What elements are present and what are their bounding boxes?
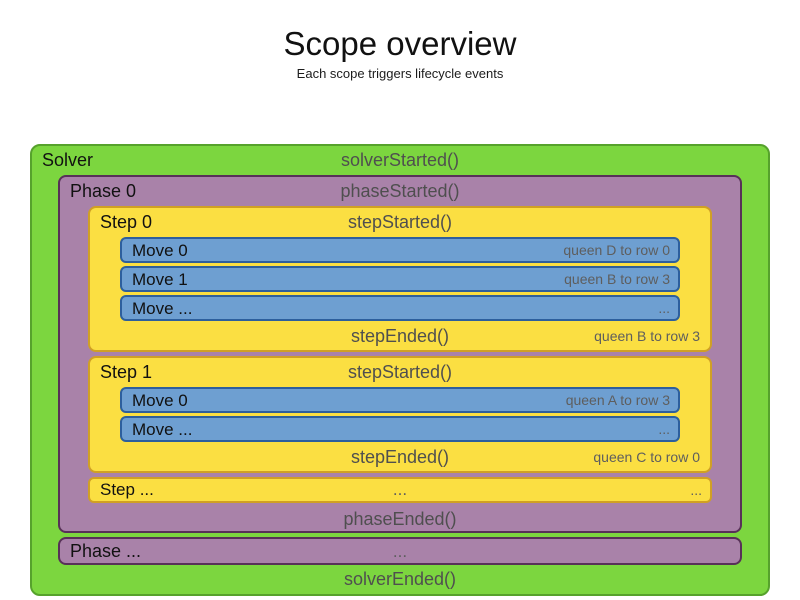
phase0-header: Phase 0 phaseStarted() (60, 177, 740, 206)
move-detail: queen A to row 3 (565, 392, 670, 408)
move-label: Move 0 (132, 391, 188, 410)
move-label: Move ... (132, 299, 193, 318)
move-detail: queen B to row 3 (564, 271, 670, 287)
move-row: Move 0 queen A to row 3 (120, 387, 680, 413)
phase-more-row: Phase ... ... (58, 537, 742, 565)
step1-footer: stepEnded() queen C to row 0 (90, 445, 710, 471)
phase0-scope-box: Phase 0 phaseStarted() Step 0 stepStarte… (58, 175, 742, 533)
step0-started-event: stepStarted() (347, 212, 453, 232)
solver-started-event: solverStarted() (340, 150, 460, 170)
move-label: Move ... (132, 420, 193, 439)
solver-label: Solver (42, 150, 94, 170)
solver-footer: solverEnded() (32, 565, 768, 593)
step0-ended-event: stepEnded() (350, 326, 450, 346)
move-detail: queen D to row 0 (563, 242, 670, 258)
phase-more-label: Phase ... (70, 541, 142, 561)
move-row: Move 0 queen D to row 0 (120, 237, 680, 263)
phase-more-center-ellipsis: ... (392, 542, 408, 561)
step1-scope-box: Step 1 stepStarted() Move 0 queen A to r… (88, 356, 712, 473)
move-row: Move ... ... (120, 295, 680, 321)
phase0-footer: phaseEnded() (60, 507, 740, 531)
solver-scope-box: Solver solverStarted() Phase 0 phaseStar… (30, 144, 770, 596)
page-subtitle: Each scope triggers lifecycle events (296, 65, 504, 81)
step1-label: Step 1 (100, 362, 153, 382)
step1-ended-detail: queen C to row 0 (593, 449, 700, 465)
move-label: Move 1 (132, 270, 188, 289)
page-title: Scope overview (283, 25, 517, 62)
step0-label: Step 0 (100, 212, 153, 232)
solver-header: Solver solverStarted() (32, 146, 768, 175)
step-more-label: Step ... (100, 480, 154, 499)
move-detail: ... (658, 300, 670, 316)
solver-ended-event: solverEnded() (343, 569, 457, 589)
move-row: Move ... ... (120, 416, 680, 442)
step-more-row: Step ... ... ... (88, 477, 712, 503)
step1-header: Step 1 stepStarted() (90, 358, 710, 387)
step0-header: Step 0 stepStarted() (90, 208, 710, 237)
move-detail: ... (658, 421, 670, 437)
step1-started-event: stepStarted() (347, 362, 453, 382)
step-more-center-ellipsis: ... (392, 480, 408, 499)
move-label: Move 0 (132, 241, 188, 260)
step1-ended-event: stepEnded() (350, 447, 450, 467)
phase-ended-event: phaseEnded() (343, 509, 457, 529)
phase-started-event: phaseStarted() (340, 181, 460, 201)
step-more-right-ellipsis: ... (690, 482, 702, 498)
step0-footer: stepEnded() queen B to row 3 (90, 324, 710, 350)
move-row: Move 1 queen B to row 3 (120, 266, 680, 292)
step0-scope-box: Step 0 stepStarted() Move 0 queen D to r… (88, 206, 712, 352)
phase0-label: Phase 0 (70, 181, 137, 201)
step0-ended-detail: queen B to row 3 (594, 328, 700, 344)
